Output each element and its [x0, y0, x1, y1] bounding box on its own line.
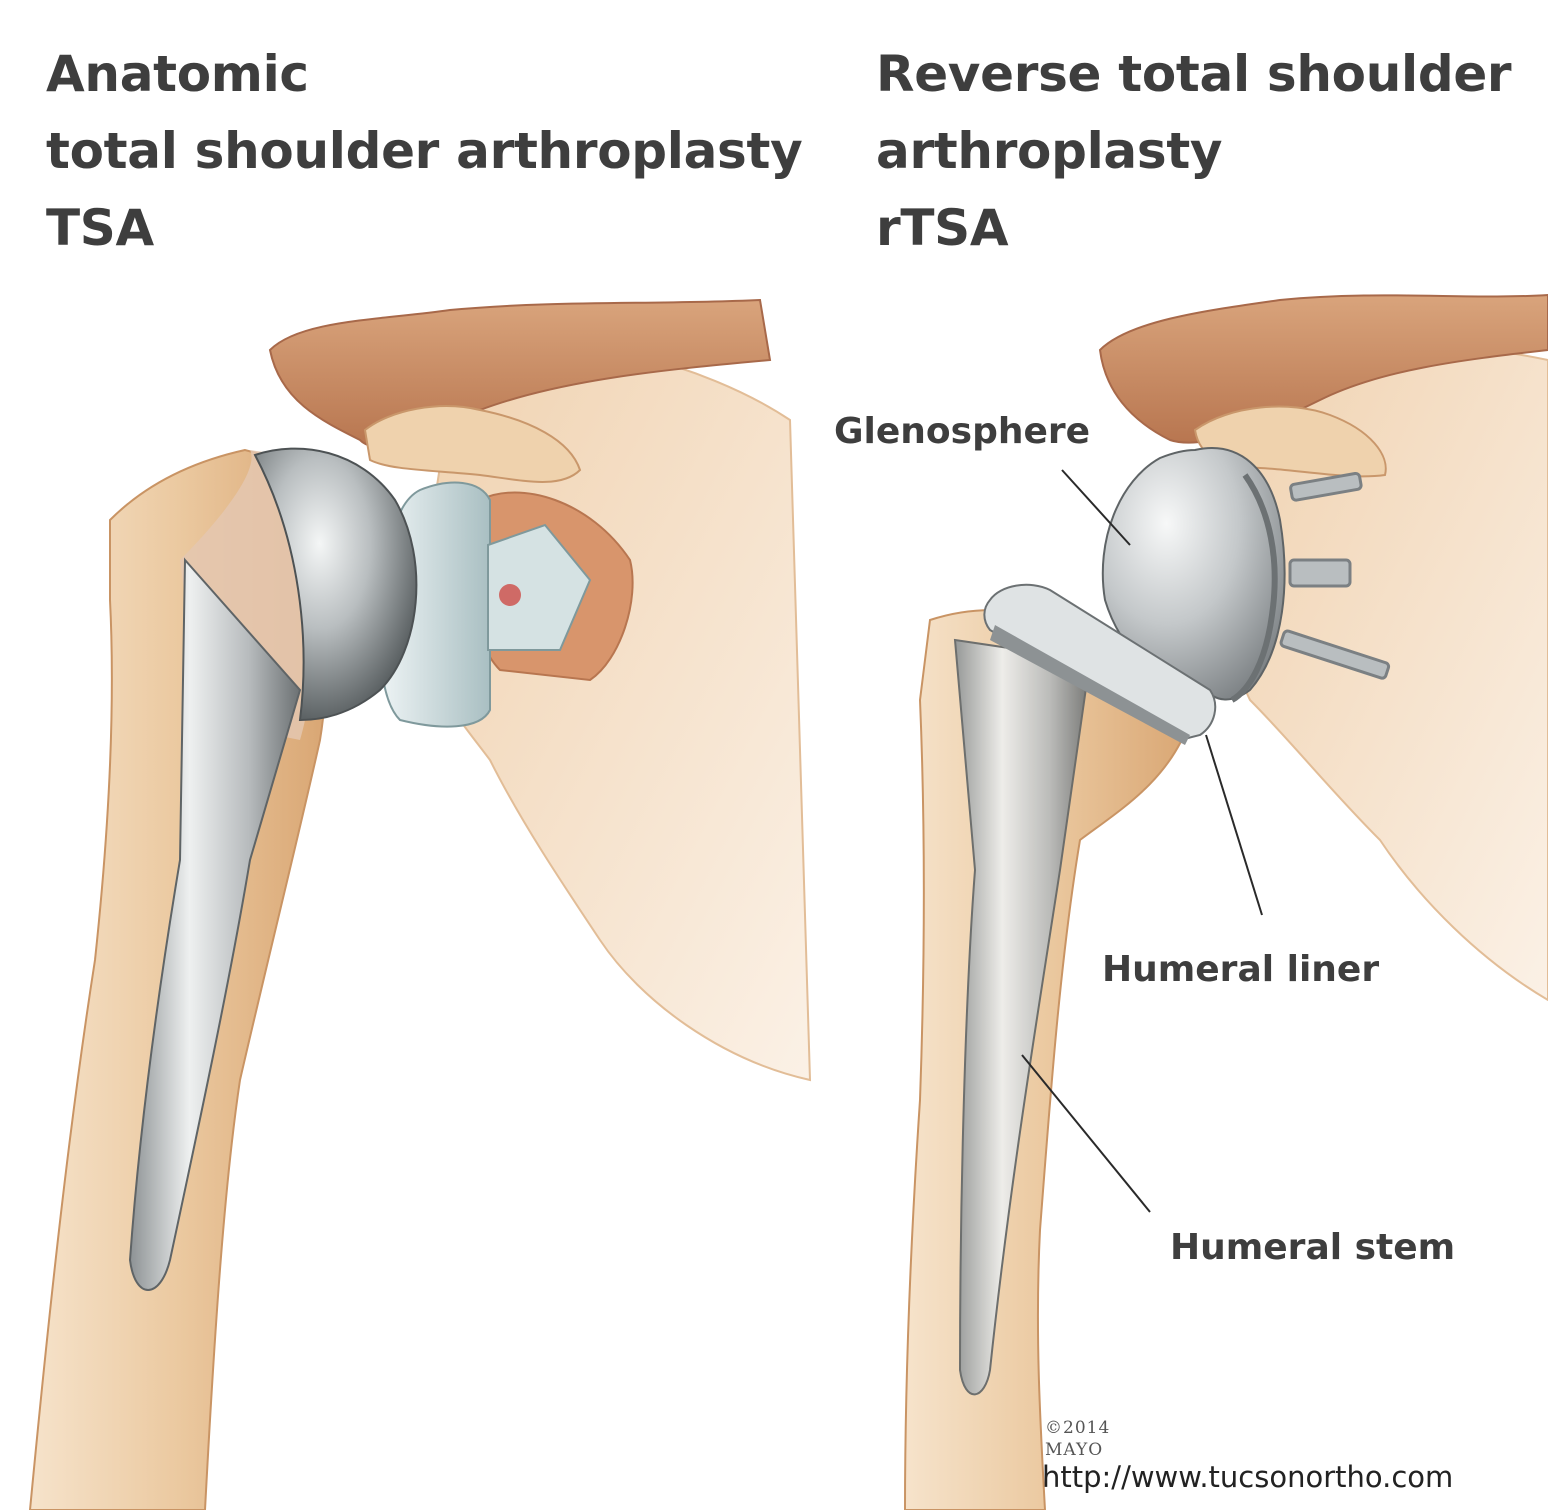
humeral-stem-label: Humeral stem: [1170, 1226, 1455, 1270]
reverse-tsa-illustration: [905, 295, 1548, 1510]
left-keel-hole: [499, 584, 521, 606]
glenosphere-label: Glenosphere: [834, 410, 1090, 454]
copyright-org: MAYO: [1045, 1440, 1103, 1460]
anatomic-tsa-illustration: [30, 300, 810, 1510]
humeral-liner-leader: [1206, 735, 1262, 915]
source-url: http://www.tucsonortho.com: [1042, 1460, 1453, 1494]
humeral-liner-label: Humeral liner: [1102, 948, 1379, 992]
copyright-year: ©2014: [1045, 1418, 1110, 1438]
